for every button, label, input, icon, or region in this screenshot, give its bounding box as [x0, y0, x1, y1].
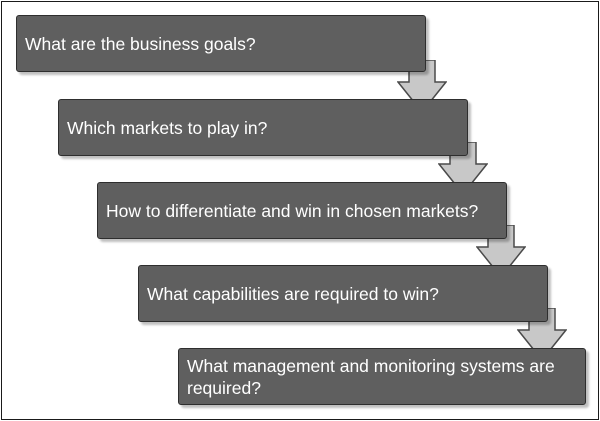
step-box-2: Which markets to play in?: [58, 99, 468, 156]
step-box-1: What are the business goals?: [16, 15, 426, 72]
step-label-2: Which markets to play in?: [67, 117, 268, 138]
step-box-3: How to differentiate and win in chosen m…: [97, 182, 507, 239]
step-box-5: What management and monitoring systems a…: [178, 348, 586, 405]
step-label-4: What capabilities are required to win?: [147, 283, 439, 304]
step-box-4: What capabilities are required to win?: [138, 265, 548, 322]
step-label-5: What management and monitoring systems a…: [187, 355, 555, 398]
down-arrow-1: [397, 60, 447, 114]
step-label-3: How to differentiate and win in chosen m…: [106, 200, 479, 221]
step-label-1: What are the business goals?: [25, 33, 256, 54]
